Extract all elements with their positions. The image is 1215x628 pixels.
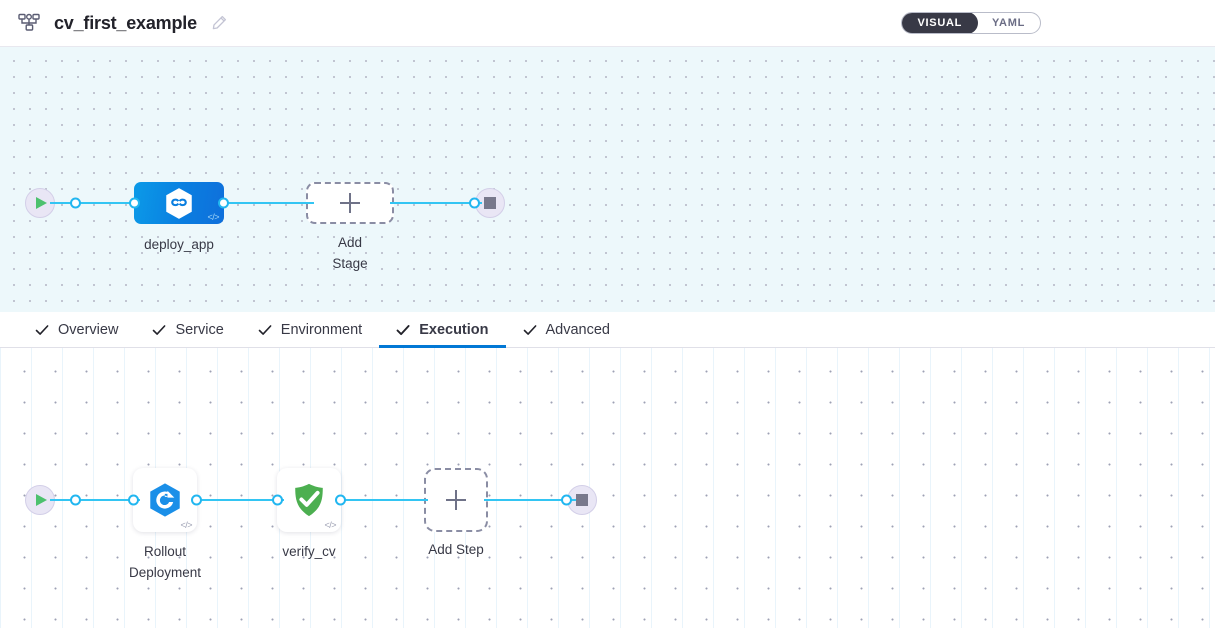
stage-wire-start — [50, 202, 138, 204]
view-mode-yaml[interactable]: YAML — [992, 17, 1025, 29]
execution-start-node[interactable] — [25, 485, 81, 515]
step-wire-end — [484, 499, 576, 501]
tab-label: Advanced — [545, 321, 611, 338]
execution-end-node[interactable] — [561, 485, 597, 515]
end-input-port[interactable] — [469, 197, 480, 209]
execution-step-canvas[interactable]: </> Rollout Deployment </> verify_cv — [0, 348, 1215, 628]
start-output-port[interactable] — [70, 197, 81, 209]
step-code-badge: </> — [180, 520, 192, 530]
step-wire-2 — [340, 499, 428, 501]
check-icon — [523, 323, 537, 337]
step-card[interactable]: </> — [133, 468, 197, 532]
stage-wire-mid — [222, 202, 314, 204]
kubernetes-rollout-icon — [150, 483, 180, 517]
step-wire-1 — [196, 499, 284, 501]
stage-wire-end — [390, 202, 482, 204]
pipeline-start-node[interactable] — [25, 188, 81, 218]
tab-label: Overview — [58, 321, 119, 338]
tab-overview[interactable]: Overview — [18, 312, 135, 347]
pipeline-end-node[interactable] — [469, 188, 505, 218]
plus-icon-vertical — [455, 490, 457, 510]
stage-config-tabs: Overview Service Environment Execution A — [0, 312, 1215, 348]
stage-code-badge: </> — [207, 212, 219, 222]
step-code-badge: </> — [324, 520, 336, 530]
step-output-port[interactable] — [191, 494, 202, 506]
tab-label: Execution — [419, 321, 489, 338]
step-node-verify-cv[interactable]: </> verify_cv — [272, 468, 346, 559]
harness-hexagon-icon — [166, 187, 192, 219]
tab-environment[interactable]: Environment — [241, 312, 379, 347]
view-mode-toggle[interactable]: VISUAL YAML — [901, 12, 1041, 34]
edit-pencil-icon[interactable] — [211, 15, 227, 31]
tab-advanced[interactable]: Advanced — [506, 312, 628, 347]
app-header: cv_first_example VISUAL YAML — [0, 0, 1215, 47]
tab-service[interactable]: Service — [135, 312, 240, 347]
step-label: Rollout Deployment — [128, 544, 202, 580]
stop-icon — [484, 197, 496, 209]
step-node-rollout-deployment[interactable]: </> Rollout Deployment — [128, 468, 202, 580]
view-mode-visual[interactable]: VISUAL — [902, 13, 979, 33]
check-icon — [152, 323, 166, 337]
add-step-label: Add Step — [428, 542, 484, 557]
check-icon — [258, 323, 272, 337]
stage-output-port[interactable] — [218, 197, 229, 209]
add-step-button[interactable] — [424, 468, 488, 532]
stage-node-deploy-app[interactable]: </> deploy_app — [129, 182, 229, 252]
pipeline-nodes-icon — [18, 12, 40, 34]
check-icon — [396, 323, 410, 337]
end-input-port[interactable] — [561, 494, 572, 506]
stage-input-port[interactable] — [129, 197, 140, 209]
step-card[interactable]: </> — [277, 468, 341, 532]
play-icon — [36, 494, 47, 506]
add-stage-button[interactable] — [306, 182, 394, 224]
stage-label: deploy_app — [144, 237, 214, 252]
play-icon — [36, 197, 47, 209]
stop-icon — [576, 494, 588, 506]
add-step-node[interactable]: Add Step — [424, 468, 488, 557]
start-circle — [25, 188, 55, 218]
start-output-port[interactable] — [70, 494, 81, 506]
check-icon — [35, 323, 49, 337]
stage-card[interactable]: </> — [134, 182, 224, 224]
verify-shield-check-icon — [295, 483, 323, 517]
page-title: cv_first_example — [54, 12, 197, 33]
step-label: verify_cv — [282, 544, 336, 559]
stage-canvas[interactable]: </> deploy_app Add Stage — [0, 47, 1215, 312]
add-stage-label: Add Stage — [332, 235, 368, 271]
tab-label: Environment — [280, 321, 363, 338]
header-right-group: VISUAL YAML — [901, 12, 1215, 34]
add-stage-node[interactable]: Add Stage — [306, 182, 394, 271]
start-circle — [25, 485, 55, 515]
step-wire-start — [50, 499, 140, 501]
step-output-port[interactable] — [335, 494, 346, 506]
step-input-port[interactable] — [272, 494, 283, 506]
step-input-port[interactable] — [128, 494, 139, 506]
plus-icon-vertical — [349, 193, 351, 213]
tab-execution[interactable]: Execution — [379, 312, 506, 348]
tab-label: Service — [175, 321, 224, 338]
header-left-group: cv_first_example — [0, 12, 227, 34]
